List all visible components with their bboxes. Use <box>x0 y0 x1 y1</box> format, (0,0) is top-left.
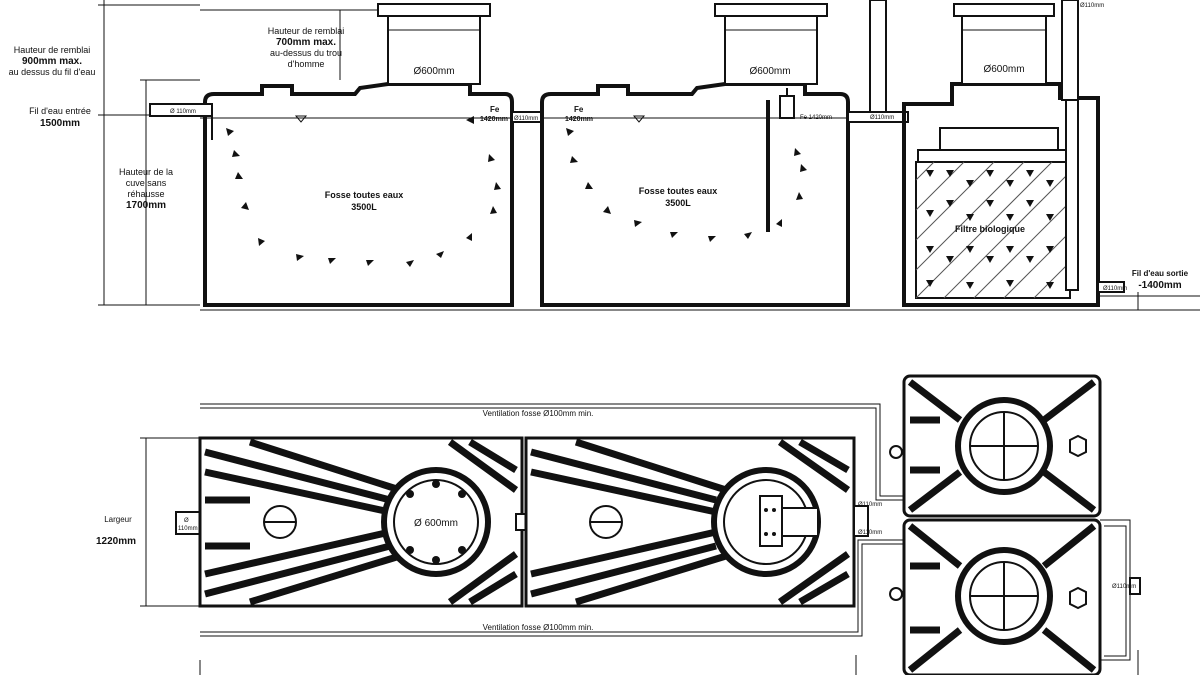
remblai-top-label-3: au-dessus du trou <box>270 48 342 58</box>
fe-label-2: Fe <box>574 105 584 114</box>
remblai-left-label-1: Hauteur de remblai <box>14 45 91 55</box>
fil-sortie-label: Fil d'eau sortie <box>1132 269 1189 278</box>
remblai-left-label-2: 900mm max. <box>22 56 82 67</box>
d110-link-label: Ø110mm <box>514 116 538 122</box>
d600-label-filter: Ø600mm <box>983 64 1024 75</box>
remblai-left-label-3: au dessus du fil d'eau <box>9 67 96 77</box>
biofilter-elevation <box>869 0 1139 310</box>
fe-label-1: Fe <box>490 105 500 114</box>
fosse-label-1: Fosse toutes eaux <box>325 190 404 200</box>
d110-plan-outlet: Ø110mm <box>1112 584 1136 590</box>
d600-label-tank2: Ø600mm <box>749 66 790 77</box>
tank-2-elevation <box>540 3 909 307</box>
d110-outlet-label: Ø110mm <box>1103 286 1127 292</box>
d600-label-tank1: Ø600mm <box>413 66 454 77</box>
ventilation-label-top: Ventilation fosse Ø100mm min. <box>483 409 594 418</box>
d110-filter-label: Ø110mm <box>1080 3 1104 9</box>
fe-inline-label: Fe 1420mm <box>800 115 832 121</box>
filtre-label: Filtre biologique <box>955 224 1025 234</box>
elevation-view: Hauteur de remblai 900mm max. au dessus … <box>9 0 1200 311</box>
hauteur-value: 1700mm <box>126 200 166 211</box>
plan-inlet-d: Ø <box>184 518 189 524</box>
biofilter-arrows <box>926 170 1054 289</box>
d110-link-label-2: Ø110mm <box>870 115 894 121</box>
dimension-lines-left <box>98 0 380 306</box>
fe-value-2: 1420mm <box>565 116 593 123</box>
largeur-label: Largeur <box>104 515 132 524</box>
plan-inlet-110: 110mm <box>178 526 198 532</box>
tank-1-elevation <box>149 3 543 307</box>
flow-arrows-tank1 <box>226 116 501 267</box>
fil-entree-value: 1500mm <box>40 118 80 129</box>
d600-plan-label: Ø 600mm <box>414 518 458 529</box>
fil-sortie-value: -1400mm <box>1138 280 1181 291</box>
fe-value-1: 1420mm <box>480 116 508 123</box>
fil-entree-label: Fil d'eau entrée <box>29 106 91 116</box>
tank-1-plan <box>198 436 531 608</box>
fosse-volume-2: 3500L <box>665 198 691 208</box>
fosse-label-2: Fosse toutes eaux <box>639 186 718 196</box>
ventilation-label-bottom: Ventilation fosse Ø100mm min. <box>483 623 594 632</box>
hauteur-label-1: Hauteur de la <box>119 167 173 177</box>
hauteur-label-3: réhausse <box>127 189 164 199</box>
d110-inlet-label: Ø 110mm <box>170 109 196 115</box>
tank-2-plan <box>524 436 869 608</box>
d110-plan-label-1: Ø110mm <box>858 502 882 508</box>
biofilter-plan <box>889 374 1141 675</box>
plan-view: Ventilation fosse Ø100mm min. Ventilatio… <box>96 374 1141 675</box>
remblai-top-label-1: Hauteur de remblai <box>268 26 345 36</box>
fosse-volume-1: 3500L <box>351 202 377 212</box>
flow-arrows-tank2 <box>566 128 807 242</box>
remblai-top-label-4: d'homme <box>288 59 325 69</box>
remblai-top-label-2: 700mm max. <box>276 37 336 48</box>
d110-plan-label-2: Ø110mm <box>858 530 882 536</box>
hauteur-label-2: cuve sans <box>126 178 167 188</box>
largeur-value: 1220mm <box>96 536 136 547</box>
